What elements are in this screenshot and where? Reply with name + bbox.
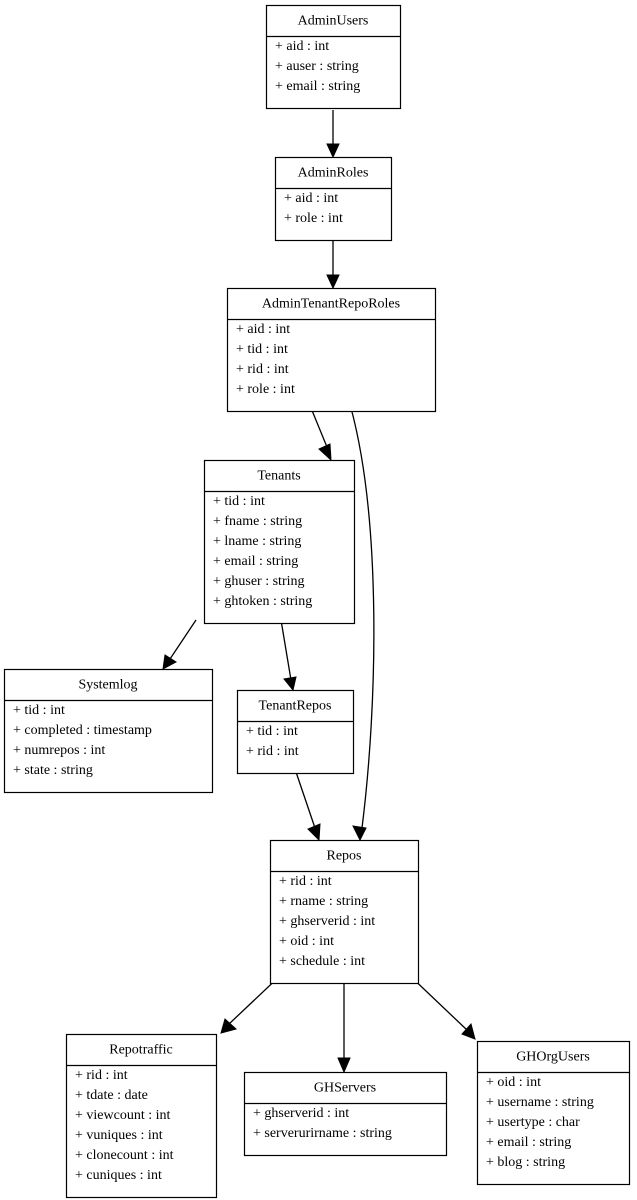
entity-box	[203, 459, 356, 625]
entity-attribute: + tid : int	[213, 494, 265, 509]
edge-line	[280, 619, 292, 681]
entity-systemlog[interactable]: Systemlog + tid : int + completed : timest…	[3, 668, 214, 794]
entity-box	[243, 1071, 448, 1157]
entity-title: Systemlog	[78, 678, 137, 693]
edge-tenants-to-systemlog	[162, 619, 197, 670]
entity-box	[226, 287, 437, 413]
entity-attribute: + role : int	[236, 382, 295, 397]
entity-title: AdminRoles	[298, 166, 369, 181]
entity-box	[265, 4, 402, 110]
edge-admintenantreporoles-to-repos	[350, 407, 375, 842]
edge-adminusers-to-adminroles	[326, 110, 340, 159]
entity-attribute: + rname : string	[279, 894, 368, 909]
entity-admintenantreporoles[interactable]: AdminTenantRepoRoles + aid : int + tid : i…	[226, 287, 437, 413]
edge-repos-to-ghservers	[337, 972, 351, 1074]
entity-attribute: + completed : timestamp	[13, 723, 152, 738]
entity-attribute: + schedule : int	[279, 954, 365, 969]
entity-attribute: + numrepos : int	[13, 743, 105, 758]
arrowhead-icon	[220, 1018, 238, 1034]
entity-box	[3, 668, 214, 794]
entity-box	[274, 156, 393, 242]
entity-attribute: + blog : string	[486, 1155, 565, 1170]
arrowhead-icon	[318, 443, 332, 462]
edges-layer	[162, 110, 476, 1074]
entity-attribute: + aid : int	[275, 39, 329, 54]
entity-title: GHOrgUsers	[516, 1050, 590, 1065]
arrowhead-icon	[461, 1022, 476, 1040]
arrowhead-icon	[283, 676, 297, 692]
entity-attribute: + rid : int	[279, 874, 332, 889]
entity-attribute: + aid : int	[284, 191, 338, 206]
entity-attribute: + rid : int	[246, 744, 299, 759]
entity-attribute: + rid : int	[75, 1068, 128, 1083]
entity-attribute: + tid : int	[236, 342, 288, 357]
entity-attribute: + lname : string	[213, 534, 301, 549]
arrowhead-icon	[326, 274, 340, 290]
edge-repos-to-repotraffic	[220, 971, 285, 1034]
entities-layer: AdminUsers + aid : int + auser : string + e…	[3, 4, 631, 1199]
entity-attribute: + ghuser : string	[213, 574, 305, 589]
entity-box	[236, 689, 355, 775]
entity-attribute: + email : string	[486, 1135, 571, 1150]
entity-attribute: + ghserverid : int	[253, 1106, 349, 1121]
entity-box	[65, 1033, 218, 1199]
entity-attribute: + oid : int	[279, 934, 334, 949]
entity-adminroles[interactable]: AdminRoles + aid : int + role : int	[274, 156, 393, 242]
edge-line	[169, 619, 197, 660]
arrowhead-icon	[352, 825, 367, 842]
arrowhead-icon	[326, 143, 340, 159]
arrowhead-icon	[307, 823, 321, 842]
entity-attribute: + state : string	[13, 763, 93, 778]
entity-attribute: + ghserverid : int	[279, 914, 375, 929]
entity-attribute: + ghtoken : string	[213, 594, 312, 609]
entity-attribute: + role : int	[284, 211, 343, 226]
entity-title: Tenants	[257, 469, 300, 484]
entity-box	[476, 1040, 631, 1186]
edge-tenants-to-tenantrepos	[280, 619, 297, 692]
entity-title: GHServers	[314, 1081, 376, 1096]
entity-attribute: + oid : int	[486, 1075, 541, 1090]
edge-line	[295, 771, 316, 829]
entity-attribute: + tid : int	[246, 724, 298, 739]
entity-attribute: + viewcount : int	[75, 1108, 170, 1123]
entity-attribute: + serverurirname : string	[253, 1126, 392, 1141]
entity-title: AdminTenantRepoRoles	[262, 297, 400, 312]
entity-attribute: + aid : int	[236, 322, 290, 337]
entity-attribute: + rid : int	[236, 362, 289, 377]
entity-title: Repos	[327, 849, 362, 864]
entity-attribute: + tdate : date	[75, 1088, 148, 1103]
entity-tenants[interactable]: Tenants + tid : int + fname : string + lnam…	[203, 459, 356, 625]
edge-admintenantreporoles-to-tenants	[310, 407, 332, 462]
entity-adminusers[interactable]: AdminUsers + aid : int + auser : string + e…	[265, 4, 402, 110]
entity-attribute: + tid : int	[13, 703, 65, 718]
entity-box	[269, 839, 420, 985]
entity-attribute: + username : string	[486, 1095, 594, 1110]
entity-attribute: + vuniques : int	[75, 1128, 163, 1143]
entity-ghservers[interactable]: GHServers + ghserverid : int + serverurirn…	[243, 1071, 448, 1157]
edge-line	[350, 407, 375, 829]
entity-title: AdminUsers	[298, 14, 369, 29]
entity-repos[interactable]: Repos + rid : int + rname : string + ghserv…	[269, 839, 420, 985]
entity-ghorgusers[interactable]: GHOrgUsers + oid : int + username : string…	[476, 1040, 631, 1186]
entity-attribute: + email : string	[275, 79, 360, 94]
entity-attribute: + fname : string	[213, 514, 302, 529]
entity-attribute: + auser : string	[275, 59, 359, 74]
entity-attribute: + email : string	[213, 554, 298, 569]
entity-title: Repotraffic	[109, 1043, 173, 1058]
entity-title: TenantRepos	[259, 699, 332, 714]
entity-tenantrepos[interactable]: TenantRepos + tid : int + rid : int	[236, 689, 355, 775]
edge-adminroles-to-admintenantreporoles	[326, 238, 340, 290]
entity-attribute: + clonecount : int	[75, 1148, 174, 1163]
edge-tenantrepos-to-repos	[295, 771, 321, 842]
entity-attribute: + usertype : char	[486, 1115, 580, 1130]
arrowhead-icon	[337, 1057, 351, 1074]
edge-line	[310, 407, 328, 448]
arrowhead-icon	[162, 654, 177, 670]
entity-attribute: + cuniques : int	[75, 1168, 162, 1183]
entity-repotraffic[interactable]: Repotraffic + rid : int + tdate : date + vi…	[65, 1033, 218, 1199]
